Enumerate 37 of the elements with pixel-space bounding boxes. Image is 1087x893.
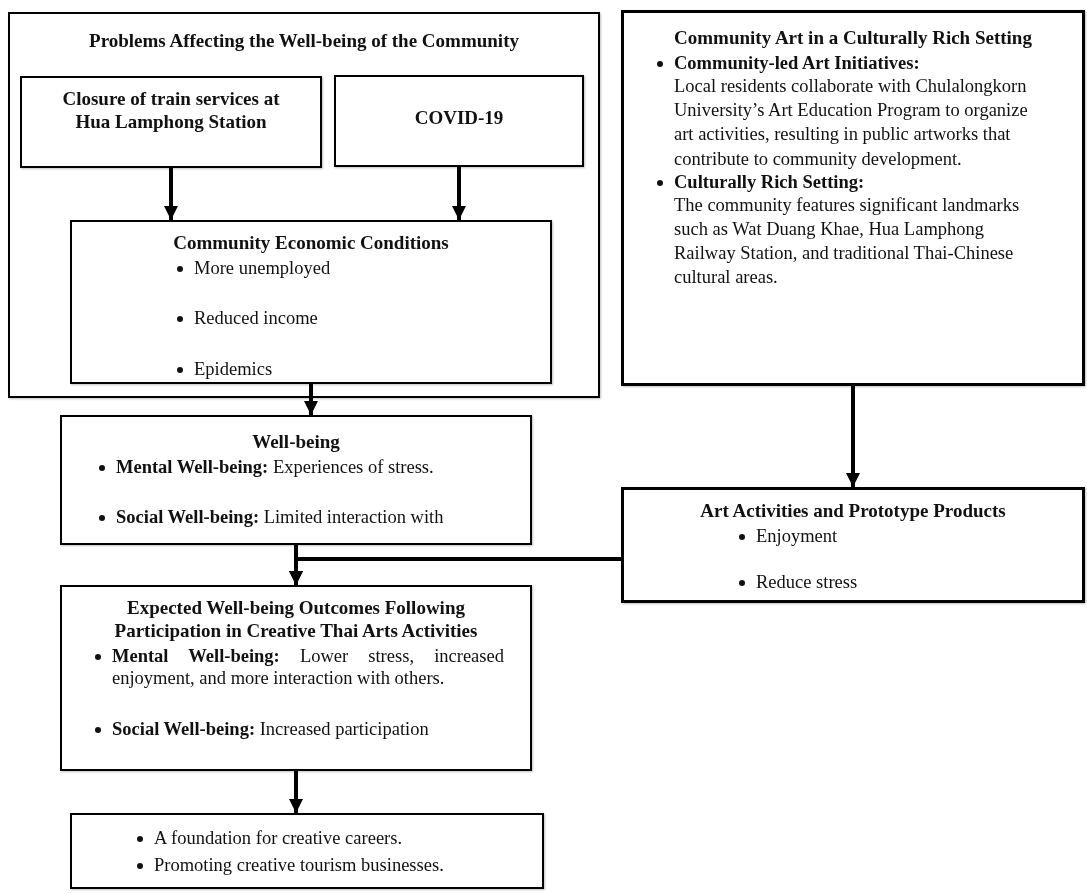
- arrow: [164, 168, 178, 220]
- bullet-item: Culturally Rich Setting:: [674, 170, 866, 194]
- process-box: [70, 813, 544, 889]
- bullet-item: Mental Well-being: Lower stress, increased enjoyment, and more interaction with others.: [112, 644, 504, 690]
- bullet-item: Promoting creative tourism businesses.: [154, 853, 445, 877]
- arrow: [846, 386, 860, 487]
- bullet-item: Social Well-being: Increased participation: [112, 717, 430, 741]
- process-box: [60, 415, 532, 545]
- bullet-item: Enjoyment: [756, 524, 839, 548]
- arrow: [452, 167, 466, 220]
- bullet-item: Reduce stress: [756, 571, 859, 594]
- process-box: [621, 10, 1085, 386]
- bullet-item: Epidemics: [194, 357, 274, 381]
- description-text: Local residents collaborate with Chulalongkorn University’s Art Education Program to organize art activities, resulting in public artworks that contribute to community development.: [674, 75, 1029, 171]
- bullet-item: A foundation for creative careers.: [154, 827, 404, 850]
- arrow: [289, 771, 303, 813]
- process-box: [621, 487, 1085, 603]
- box-heading: Community Art in a Culturally Rich Setting: [673, 27, 1033, 50]
- arrow: [304, 384, 318, 415]
- bullet-item: Community-led Art Initiatives:: [674, 51, 921, 75]
- box-heading: Closure of train services at Hua Lamphong Station: [61, 88, 281, 134]
- bullet-item: Reduced income: [194, 307, 319, 330]
- process-box: [334, 75, 584, 167]
- box-heading: Well-being: [251, 431, 341, 454]
- box-heading: Expected Well-being Outcomes Following Participation in Creative Thai Arts Activities: [113, 597, 479, 643]
- bullet-item: Mental Well-being: Experiences of stress.: [116, 455, 435, 479]
- box-heading: Community Economic Conditions: [172, 232, 450, 255]
- process-box: [20, 76, 322, 168]
- box-heading: COVID-19: [413, 107, 505, 130]
- process-box: [60, 585, 532, 771]
- process-box: [8, 12, 600, 398]
- description-text: The community features significant landmarks such as Wat Duang Khae, Hua Lamphong Railway Station, and traditional Thai-Chinese cultural areas.: [674, 194, 1021, 290]
- process-box: [70, 220, 552, 384]
- bullet-item: Social Well-being: Limited interaction with: [116, 506, 445, 529]
- box-heading: Art Activities and Prototype Products: [699, 500, 1007, 523]
- bullet-item: More unemployed: [194, 256, 332, 280]
- box-heading: Problems Affecting the Well-being of the Community: [88, 30, 520, 53]
